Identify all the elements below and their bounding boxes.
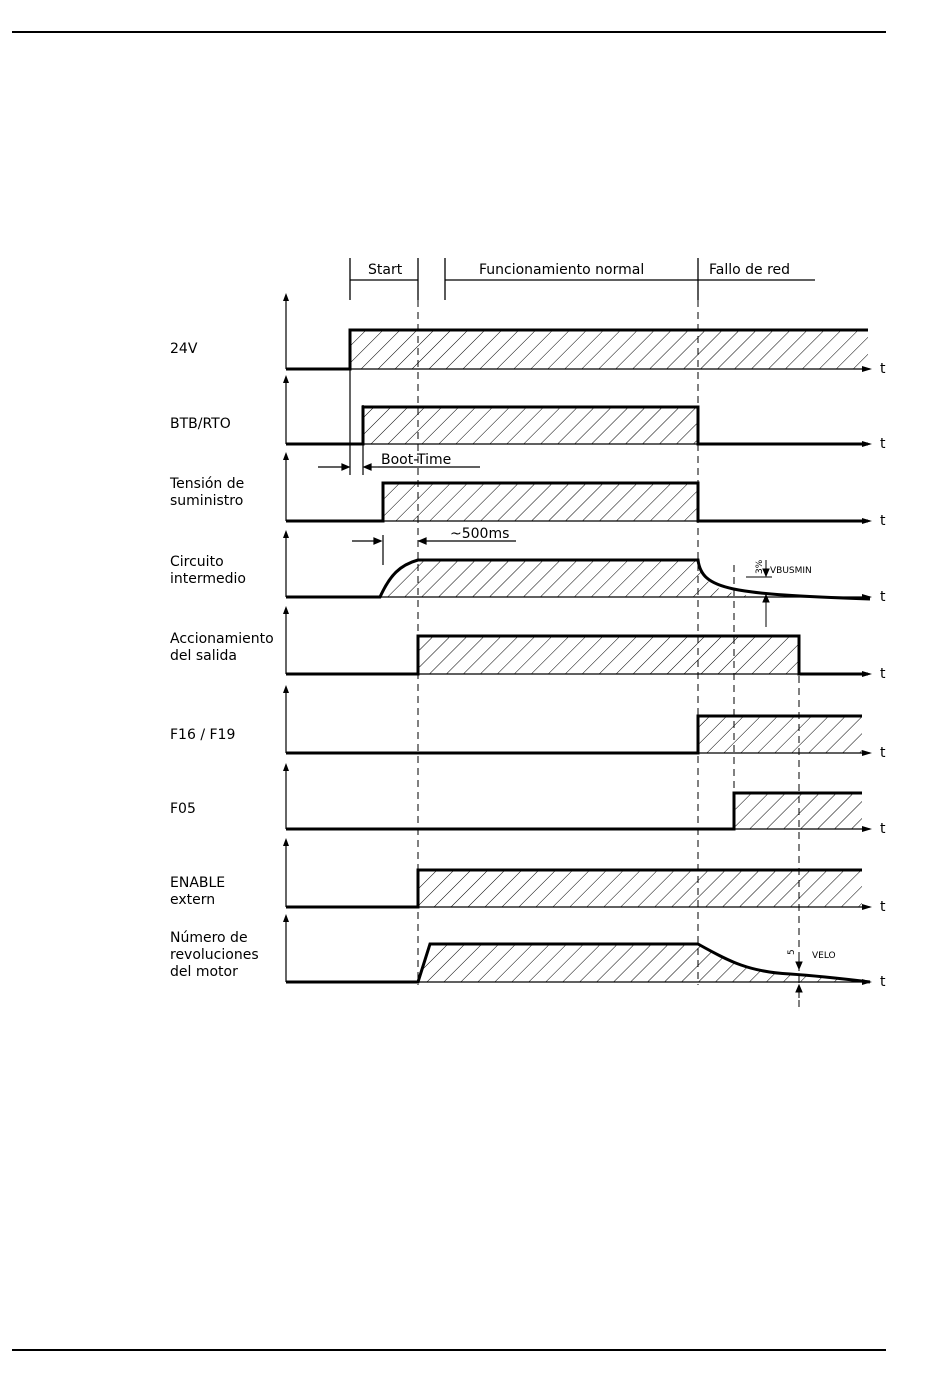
signal-label-dc: Circuito — [170, 554, 224, 570]
phase-fault: Fallo de red — [709, 262, 790, 278]
signal-label-output: del salida — [170, 648, 237, 664]
phase-start: Start — [368, 262, 403, 278]
signal-label-f16: F16 / F19 — [170, 727, 235, 743]
y-axis-arrow — [283, 530, 289, 538]
delay-label: ~500ms — [450, 526, 509, 542]
signal-labels: 24V BTB/RTO Tensión desuministroCircuitoin… — [169, 341, 274, 980]
signal-label-speed: del motor — [170, 964, 238, 980]
signal-label-supply: suministro — [170, 493, 243, 509]
signal-active-area — [363, 407, 698, 444]
signal-label-speed: revoluciones — [170, 947, 259, 963]
signal-active-area — [734, 793, 862, 829]
y-axis-arrow — [283, 763, 289, 771]
signal-label-enable: ENABLE — [170, 875, 225, 891]
signal-btb: t — [283, 375, 886, 452]
time-axis-label: t — [880, 745, 886, 761]
signal-f05: t — [283, 763, 886, 837]
signal-active-area — [350, 330, 868, 369]
signal-label-speed: Número de — [170, 930, 248, 946]
y-axis-arrow — [283, 293, 289, 301]
signal-output: t — [283, 606, 886, 682]
time-axis-arrow — [862, 826, 872, 832]
vbus-pct-label: 3% — [755, 559, 765, 574]
signal-enable: t — [283, 838, 886, 915]
time-axis-label: t — [880, 821, 886, 837]
velo-value-label: 5 — [787, 949, 797, 955]
time-axis-label: t — [880, 974, 886, 990]
y-axis-arrow — [283, 606, 289, 614]
signal-f16: t — [283, 685, 886, 761]
signal-active-area — [698, 716, 862, 753]
y-axis-arrow — [283, 375, 289, 383]
waveforms: t t t t t t t t t — [283, 293, 886, 990]
signal-label-f05: F05 — [170, 801, 196, 817]
time-axis-label: t — [880, 436, 886, 452]
signal-label-enable: extern — [170, 892, 215, 908]
velo-label: VELO — [812, 951, 836, 961]
time-axis-label: t — [880, 899, 886, 915]
y-axis-arrow — [283, 914, 289, 922]
y-axis-arrow — [283, 452, 289, 460]
phase-normal: Funcionamiento normal — [479, 262, 644, 278]
y-axis-arrow — [283, 685, 289, 693]
signal-label-dc: intermedio — [170, 571, 246, 587]
signal-label-output: Accionamiento — [170, 631, 274, 647]
time-axis-label: t — [880, 589, 886, 605]
signal-24v: t — [283, 293, 886, 377]
vbusmin-label: VBUSMIN — [770, 566, 812, 576]
y-axis-arrow — [283, 838, 289, 846]
time-axis-arrow — [862, 904, 872, 910]
signal-label-24v: 24V — [170, 341, 198, 357]
boot-time-label: Boot-Time — [381, 452, 451, 468]
signal-active-area — [418, 870, 862, 907]
time-axis-label: t — [880, 361, 886, 377]
time-axis-label: t — [880, 513, 886, 529]
signal-supply: t — [283, 452, 886, 529]
signal-active-area — [383, 483, 698, 521]
signal-active-area — [418, 636, 799, 674]
time-axis-label: t — [880, 666, 886, 682]
signal-label-supply: Tensión de — [169, 476, 244, 492]
signal-label-btb: BTB/RTO — [170, 416, 231, 432]
signal-active-area — [380, 560, 760, 597]
time-axis-arrow — [862, 750, 872, 756]
